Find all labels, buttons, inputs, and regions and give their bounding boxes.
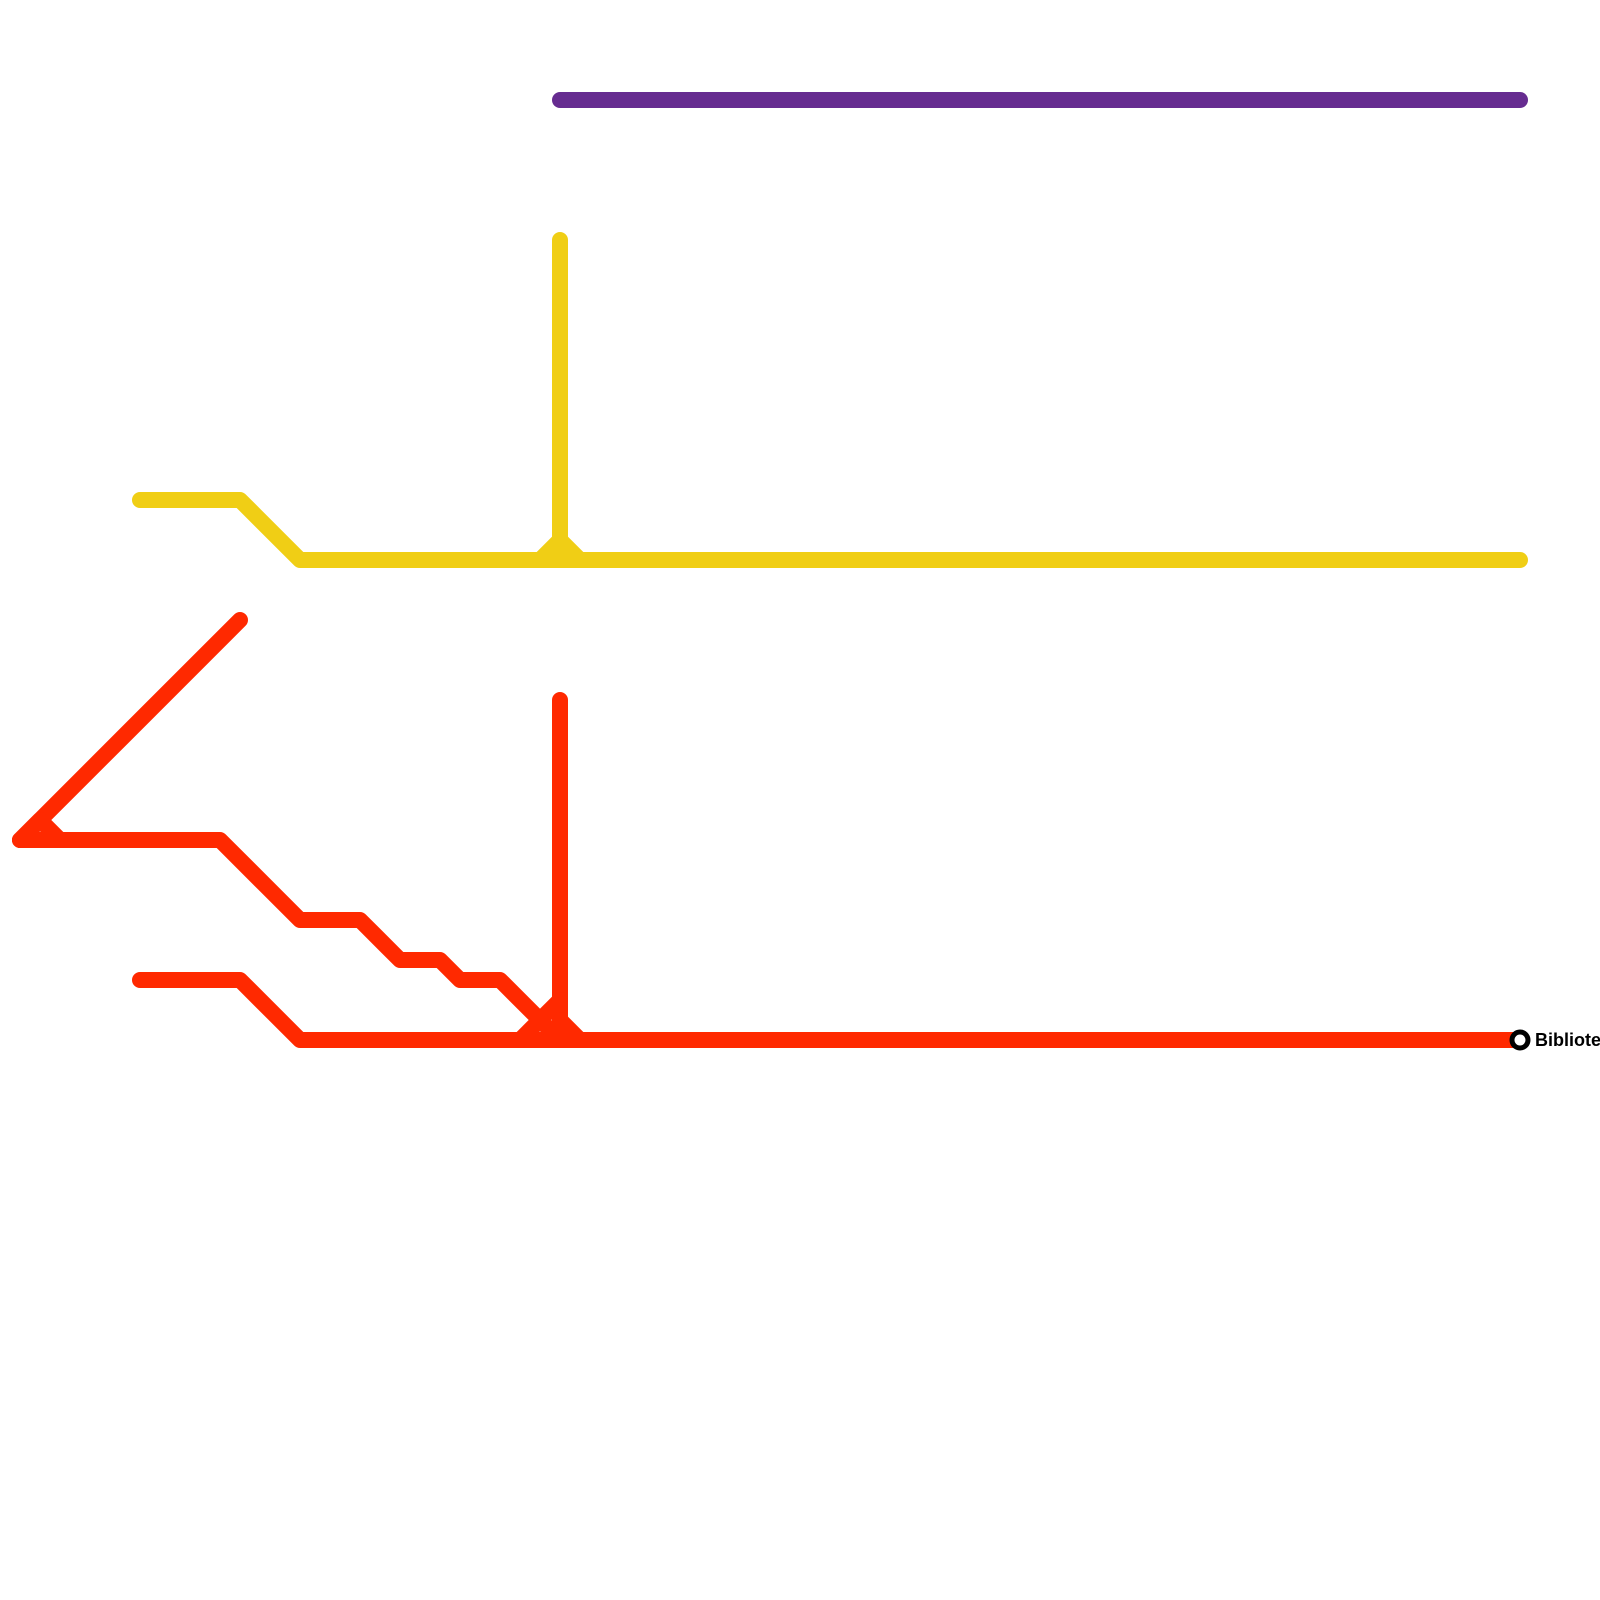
yellow-line — [132, 232, 1528, 568]
red-line-segment-upper-branch — [12, 832, 568, 1048]
red-line-junction-west — [12, 812, 68, 848]
yellow-line-segment-west-branch — [132, 492, 1528, 568]
yellow-line-junction-curve-right — [552, 532, 588, 568]
station-marker[interactable] — [1509, 1029, 1531, 1051]
red-line-segment-lower-branch — [132, 972, 1528, 1048]
station-biblioteca[interactable]: Bibliote — [1509, 1029, 1600, 1051]
station-label: Bibliote — [1535, 1030, 1600, 1050]
red-line — [12, 612, 1528, 1048]
red-line-junction-center-left — [512, 992, 568, 1048]
red-line-junction-center-right — [552, 1012, 588, 1048]
red-line-segment-northwest-spur — [12, 612, 248, 848]
